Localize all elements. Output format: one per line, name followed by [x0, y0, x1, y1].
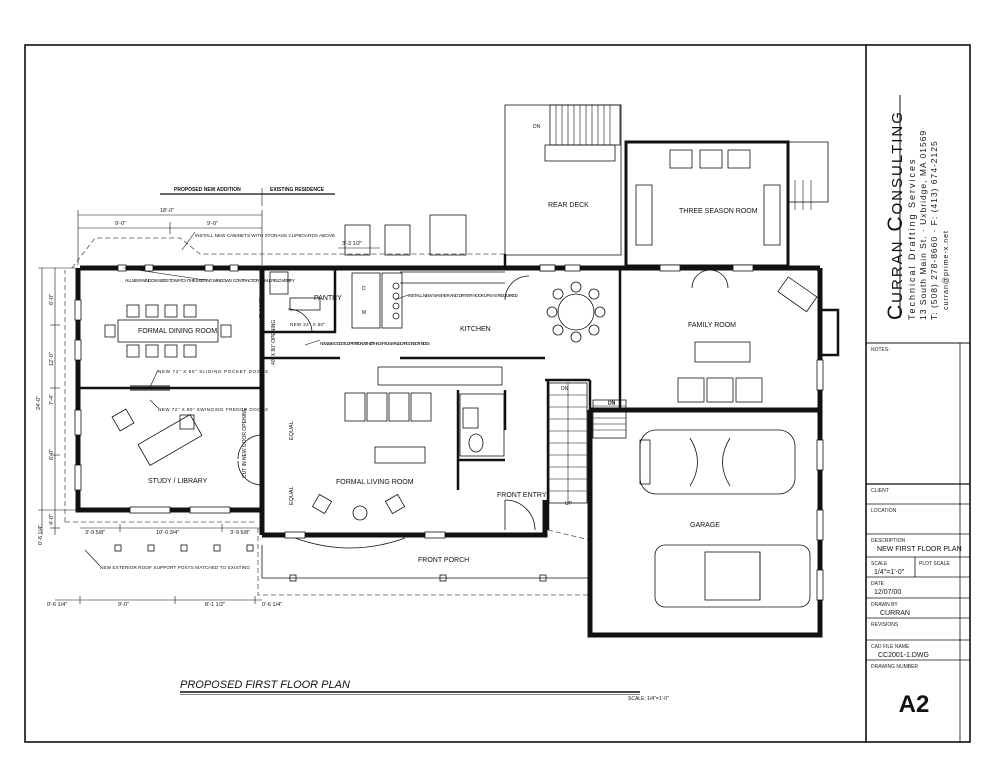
description-label: DESCRIPTION [871, 538, 906, 544]
room-front-porch: FRONT PORCH [418, 557, 469, 564]
garage-stair-dn-label: DN [608, 400, 616, 406]
note-washer: INSTALL NEW WASHER AND DRYER HOOKUPS AS … [408, 293, 519, 298]
dim-bot-g: 0'-6 1/4" [262, 602, 282, 608]
plot-scale-label: PLOT SCALE [919, 561, 950, 567]
dim-left-f: 0'-6 1/4" [38, 525, 44, 545]
stair-garage: DN [592, 399, 627, 439]
dim-bot-b: 10'-0 3/4" [156, 530, 179, 536]
room-dining: FORMAL DINING ROOM [138, 328, 217, 335]
dim-bot-f: 8'-1 1/2" [205, 602, 225, 608]
roof-overhang-outline [71, 237, 505, 269]
note-pocket-doors: NEW 72" X 80" SLIDING POCKET DOORS [158, 369, 268, 374]
date-value: 12/07/00 [874, 589, 901, 596]
cad-file-value: CC2001-1.DWG [878, 652, 929, 659]
front-porch-curve [294, 537, 406, 549]
note-opening: 40" X 80" OPENING [271, 320, 277, 365]
company-name: Curran Consulting [884, 110, 907, 320]
client-label: CLIENT [871, 488, 889, 494]
stair-main: DN UP [548, 382, 588, 507]
room-three-season: THREE SEASON ROOM [679, 208, 758, 215]
room-rear-deck: REAR DECK [548, 202, 589, 209]
dim-top-a: 9'-0" [115, 221, 126, 227]
garage-walls [587, 407, 823, 638]
dim-left-c: 7'-4" [49, 394, 55, 405]
note-windows: ALL NEW WINDOW SIZES TO MATCH THE EXISTI… [125, 278, 295, 283]
plan-scale-note: SCALE: 1/4"=1'-0" [628, 696, 669, 702]
scale-label: SCALE [871, 561, 888, 567]
description-value: NEW FIRST FLOOR PLAN [877, 546, 962, 553]
svg-text:D: D [362, 286, 366, 292]
dim-top-b: 9'-0" [207, 221, 218, 227]
company-email: curran@prime-x.net [943, 230, 950, 310]
plan-title: PROPOSED FIRST FLOOR PLAN [180, 679, 350, 691]
dim-equal-lower: EQUAL [289, 486, 295, 505]
stair-dn-label: DN [561, 386, 569, 392]
dim-bot-e: 9'-0" [118, 602, 129, 608]
revisions-label: REVISIONS [871, 622, 899, 628]
car-bottom [654, 544, 811, 608]
drawn-by-value: CURRAN [880, 610, 910, 617]
dim-bot-a: 3'-9 5/8" [85, 530, 105, 536]
note-partition: NEW 2x4 WOOD STUD PARTITION WITH 1/2"THK… [320, 341, 430, 346]
existing-residence-label: EXISTING RESIDENCE [270, 187, 325, 193]
note-cut-in: CUT IN NEW DOOR OPENING [242, 407, 248, 478]
room-living: FORMAL LIVING ROOM [336, 479, 414, 486]
dim-left-a: 6'-0" [49, 294, 55, 305]
drawing-number-value: A2 [899, 691, 930, 718]
car-top [639, 429, 796, 495]
company-address: 13 South Main St. · Uxbridge, MA 01569 [918, 130, 928, 320]
floor-plan: PROPOSED NEW ADDITION EXISTING RESIDENCE… [36, 104, 840, 638]
three-season-room [624, 140, 790, 268]
room-family: FAMILY ROOM [688, 322, 736, 329]
room-garage: GARAGE [690, 522, 720, 529]
svg-text:DN: DN [533, 124, 541, 130]
room-kitchen: KITCHEN [460, 326, 491, 333]
dim-top-total: 18'-0" [160, 208, 174, 214]
dim-bot-d: 0'-6 1/4" [47, 602, 67, 608]
company-tagline: Technical Drafting Services [907, 157, 917, 320]
note-cabinets: INSTALL NEW CABINETS WITH STORAGE CUPBOA… [195, 233, 335, 238]
note-pantry-door: NEW 24" X 80" [290, 322, 325, 327]
drawn-by-label: DRAWN BY [871, 602, 898, 608]
dim-cab: 3'-3 1/2" [342, 241, 362, 247]
room-front-entry: FRONT ENTRY [497, 492, 547, 499]
drawing-number-label: DRAWING NUMBER [871, 664, 918, 670]
dim-left-total: 24'-0" [36, 396, 42, 410]
note-roof-support: NEW EXTERIOR ROOF SUPPORT POSTS MATCHED … [100, 565, 250, 570]
dim-left-e: 4'-0" [49, 514, 55, 525]
dim-left-b: 12'-0" [49, 352, 55, 366]
location-label: LOCATION [871, 508, 897, 514]
dim-bot-c: 3'-9 5/8" [230, 530, 250, 536]
notes-label: NOTES: [871, 347, 890, 353]
dim-equal-upper: EQUAL [289, 421, 295, 440]
note-french-doors: NEW 72" X 80" SWINGING FRENCH DOORS [158, 407, 268, 412]
sheet-border [24, 44, 971, 743]
stair-up-label: UP [565, 501, 573, 507]
proposed-addition-label: PROPOSED NEW ADDITION [174, 187, 241, 193]
dim-pantry-width: 6'-4 1/2" [259, 298, 265, 318]
company-phone: T: (508) 278-8660 · F: (413) 674-2125 [929, 140, 939, 320]
title-block: Curran Consulting Technical Drafting Ser… [865, 95, 971, 743]
date-label: DATE [871, 581, 885, 587]
cad-file-label: CAD FILE NAME [871, 644, 910, 650]
dining-table [117, 319, 219, 343]
scale-value: 1/4"=1'-0" [874, 569, 905, 576]
room-pantry: PANTRY [314, 295, 342, 302]
dim-left-d: 6'-0" [49, 449, 55, 460]
svg-text:M: M [362, 310, 366, 316]
dn-label-family: DN [608, 401, 616, 407]
room-study: STUDY / LIBRARY [148, 478, 208, 485]
